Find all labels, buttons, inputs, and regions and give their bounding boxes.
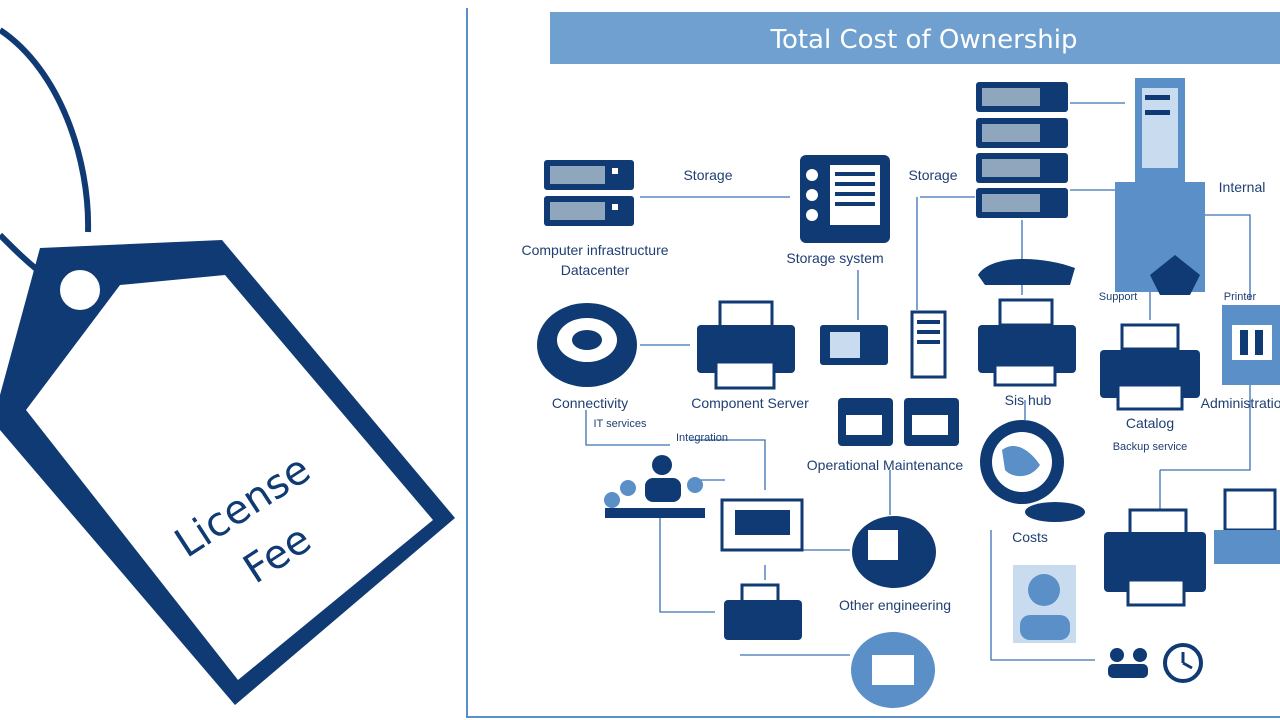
storage-server-center bbox=[800, 155, 890, 243]
scanner-icon bbox=[720, 498, 804, 552]
label-integration: Integration bbox=[676, 432, 728, 444]
label-storage-system: Storage system bbox=[786, 250, 883, 266]
printer-icon bbox=[697, 300, 795, 390]
label-operational-maintenance: Operational Maintenance bbox=[807, 457, 964, 473]
title-banner bbox=[550, 12, 1280, 64]
printer-icon bbox=[1104, 508, 1206, 607]
clock-icon bbox=[1163, 643, 1203, 683]
label-storage-top: Storage bbox=[683, 167, 732, 183]
document-tray-icon bbox=[1214, 488, 1280, 564]
label-administration: Administration bbox=[1201, 395, 1280, 411]
network-device bbox=[978, 258, 1075, 285]
label-computer-infrastructure: Computer infrastructure bbox=[521, 242, 668, 258]
tag-string bbox=[0, 27, 92, 233]
price-tag-face bbox=[26, 275, 433, 680]
server-tower bbox=[1115, 78, 1205, 295]
storage-array-left bbox=[544, 160, 634, 226]
user-avatar-icon bbox=[1013, 565, 1076, 643]
label-component-server: Component Server bbox=[691, 395, 809, 411]
team-icon bbox=[604, 455, 705, 518]
label-printer: Printer bbox=[1224, 291, 1257, 303]
price-tag-group: License Fee bbox=[0, 27, 455, 705]
small-team-icon bbox=[1108, 648, 1148, 678]
appliance-icon bbox=[852, 516, 936, 588]
label-connectivity: Connectivity bbox=[552, 395, 628, 411]
rack-stack bbox=[976, 82, 1068, 218]
tag-eyelet bbox=[52, 262, 108, 318]
file-cabinet-icon bbox=[910, 310, 947, 379]
printer-icon bbox=[724, 583, 802, 640]
label-internal: Internal bbox=[1219, 179, 1266, 195]
connectors bbox=[585, 102, 1251, 661]
label-sis-hub: Sis hub bbox=[1005, 392, 1052, 408]
diagram-title: Total Cost of Ownership bbox=[769, 25, 1077, 55]
label-it-services: IT services bbox=[594, 418, 647, 430]
label-backup-service: Backup service bbox=[1113, 441, 1188, 453]
tco-diagram: Total Cost of Ownership bbox=[466, 8, 1280, 718]
disk-storage-icon bbox=[537, 303, 637, 387]
desktop-computer-icon bbox=[820, 325, 888, 365]
label-other-engineering: Other engineering bbox=[839, 597, 951, 613]
label-catalog: Catalog bbox=[1126, 415, 1174, 431]
label-support: Support bbox=[1099, 291, 1138, 303]
label-costs: Costs bbox=[1012, 529, 1048, 545]
printer-icon bbox=[1100, 323, 1200, 411]
package-icon bbox=[851, 632, 935, 708]
globe-icon bbox=[980, 420, 1085, 522]
control-panel-icon bbox=[1222, 305, 1280, 385]
label-datacenter: Datacenter bbox=[561, 262, 630, 278]
small-printer-pair bbox=[838, 398, 959, 446]
printer-icon bbox=[978, 298, 1076, 387]
label-storage-mid: Storage bbox=[908, 167, 957, 183]
